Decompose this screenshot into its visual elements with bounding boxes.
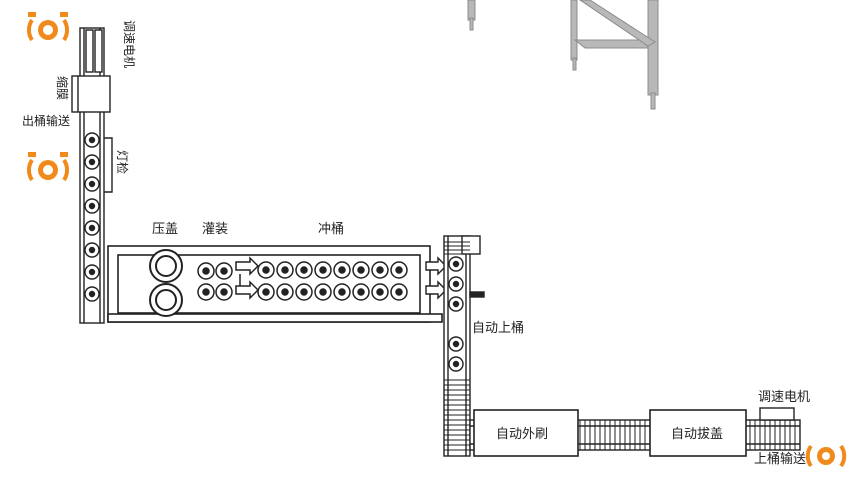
out-conveyor-label: 出桶输送 — [22, 113, 70, 128]
press-cap-label: 压盖 — [152, 222, 178, 237]
rinse-label: 冲桶 — [318, 222, 344, 237]
bottom-conveyor-links — [579, 420, 796, 450]
auto-load-label: 自动上桶 — [472, 321, 524, 336]
auto-decap-unit — [649, 409, 747, 457]
lamp-check-bracket — [104, 137, 113, 193]
equipment-frame-partial — [467, 0, 659, 110]
lamp-check-label: 灯检 — [115, 150, 130, 174]
filling-rollers — [197, 262, 233, 301]
motor-label-bottom: 调速电机 — [758, 390, 810, 405]
auto-brush-unit — [473, 409, 579, 457]
robot-arm-icon — [26, 152, 70, 182]
bottom-speed-motor — [759, 407, 795, 421]
load-conveyor-rollers — [448, 256, 464, 372]
output-conveyor-rollers — [84, 132, 100, 302]
in-conveyor-label: 上桶输送 — [754, 451, 806, 467]
motor-label-top: 调速电机 — [122, 20, 136, 68]
robot-arm-icon — [805, 444, 847, 468]
press-cap-rollers — [149, 249, 183, 317]
filling-label: 灌装 — [202, 222, 228, 237]
rinse-rollers — [257, 261, 408, 301]
shrink-film-unit — [71, 75, 111, 113]
shrink-label: 缩膜 — [55, 76, 70, 100]
load-conveyor-chain — [444, 241, 470, 451]
auto-decap-label: 自动拔盖 — [671, 427, 723, 442]
entry-transfer-arrows — [425, 256, 447, 300]
robot-arm-icon — [26, 12, 70, 42]
auto-brush-label: 自动外刷 — [496, 427, 548, 442]
rinse-arrows — [235, 256, 260, 300]
